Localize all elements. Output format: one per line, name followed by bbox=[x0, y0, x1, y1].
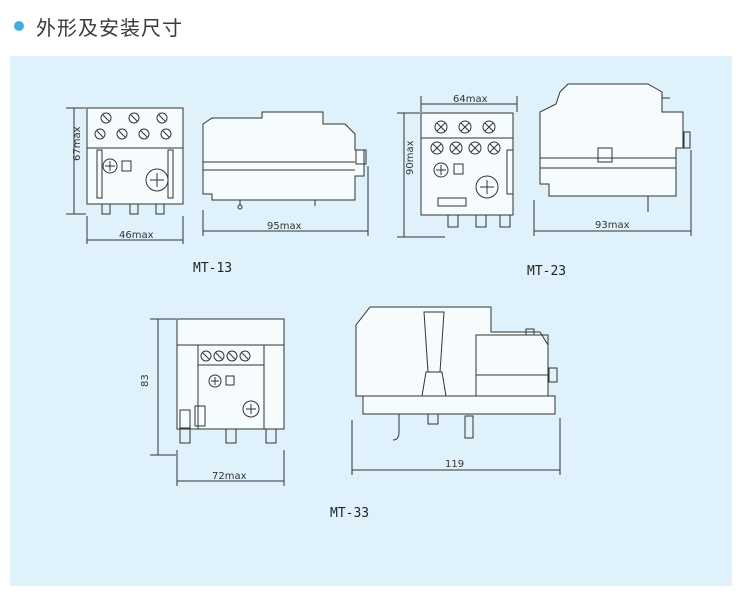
mt13-terminal-screws bbox=[94, 112, 172, 140]
mt33-width-label: 72max bbox=[212, 471, 247, 482]
mt33-height-label: 83 bbox=[140, 374, 151, 387]
mt23-front-view bbox=[397, 96, 518, 238]
mt33-terminal-screws bbox=[200, 350, 251, 362]
mt13-height-label: 67max bbox=[72, 126, 83, 161]
bullet-icon bbox=[14, 21, 24, 31]
mt23-side-view bbox=[533, 83, 692, 236]
mt23-terminal-screws bbox=[430, 120, 501, 155]
mt13-width-label: 46max bbox=[119, 230, 154, 241]
mt23-width-label: 64max bbox=[453, 94, 488, 105]
mt33-side-view bbox=[351, 306, 561, 475]
mt13-front-view bbox=[66, 107, 184, 244]
mt33-front-view bbox=[150, 318, 285, 486]
mt23-height-label: 90max bbox=[405, 140, 416, 175]
mt13-model-label: MT-13 bbox=[193, 261, 232, 276]
section-title: 外形及安装尺寸 bbox=[36, 16, 183, 40]
mt23-model-label: MT-23 bbox=[527, 264, 566, 279]
mt33-model-label: MT-33 bbox=[330, 506, 369, 521]
mt33-length-label: 119 bbox=[445, 459, 464, 470]
mt13-length-label: 95max bbox=[267, 221, 302, 232]
mt13-side-view bbox=[202, 111, 369, 236]
section-header: 外形及安装尺寸 bbox=[0, 0, 741, 56]
mt23-length-label: 93max bbox=[595, 220, 630, 231]
